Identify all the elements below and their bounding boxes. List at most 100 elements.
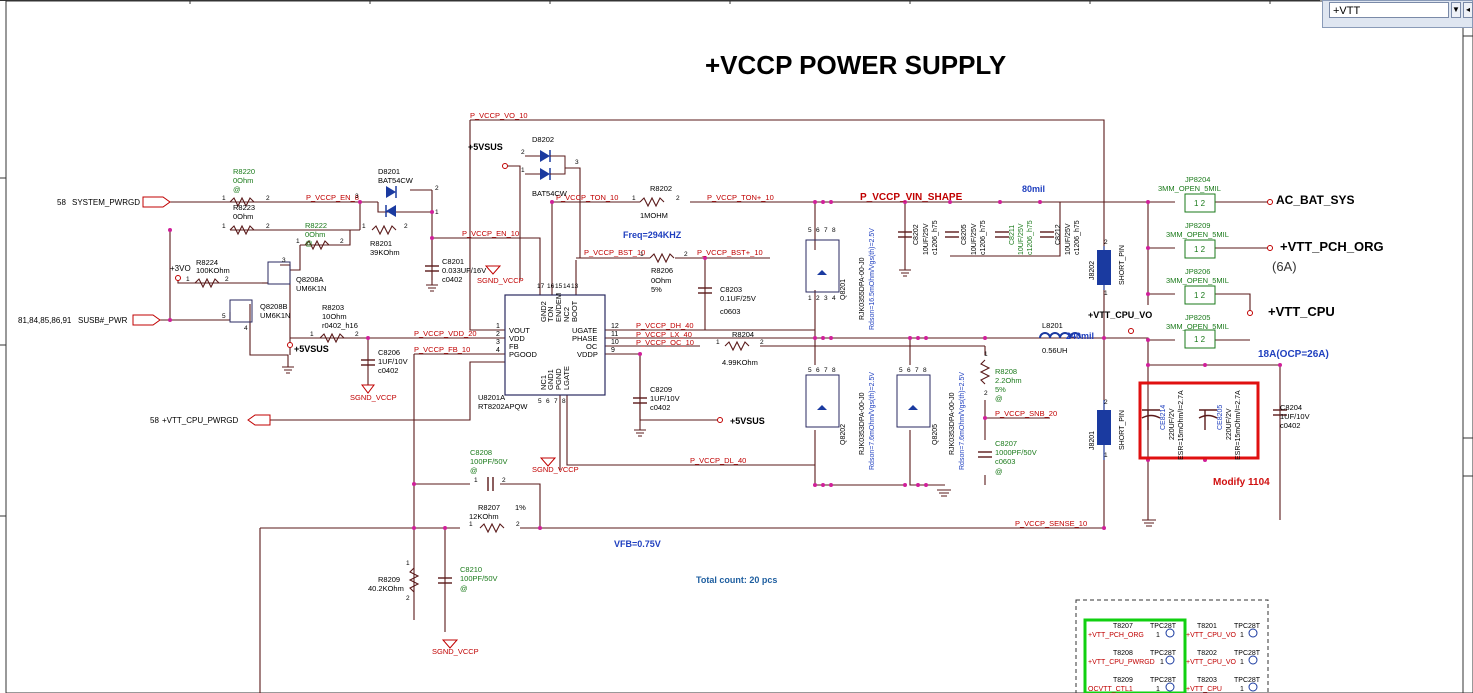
- svg-text:18A(OCP=26A): 18A(OCP=26A): [1258, 349, 1329, 360]
- prev-icon[interactable]: ◂: [1463, 2, 1473, 18]
- svg-text:C8205: C8205: [961, 224, 968, 245]
- svg-text:3MM_OPEN_5MIL: 3MM_OPEN_5MIL: [1166, 230, 1229, 239]
- svg-text:T8209: T8209: [1113, 677, 1133, 684]
- svg-text:T8203: T8203: [1197, 677, 1217, 684]
- jumper-boxes: [1184, 193, 1216, 349]
- offpage-connectors[interactable]: [132, 196, 271, 426]
- svg-text:D8201: D8201: [378, 167, 400, 176]
- resistor-r8223: [229, 224, 255, 236]
- svg-text:2: 2: [496, 331, 500, 338]
- svg-text:3: 3: [496, 339, 500, 346]
- svg-text:+5VSUS: +5VSUS: [468, 142, 503, 152]
- svg-text:1: 1: [222, 223, 226, 230]
- svg-text:1: 1: [716, 339, 720, 346]
- svg-text:6: 6: [816, 367, 820, 374]
- svg-text:1: 1: [362, 223, 366, 230]
- capacitor-c8207: [978, 451, 992, 458]
- svg-text:@: @: [995, 467, 1003, 476]
- svg-text:c0402: c0402: [650, 403, 670, 412]
- svg-text:2: 2: [502, 477, 506, 484]
- svg-text:11: 11: [611, 331, 618, 338]
- svg-text:Q8208B: Q8208B: [260, 302, 288, 311]
- svg-text:P_VCCP_LX_40: P_VCCP_LX_40: [636, 330, 692, 339]
- svg-text:BAT54CW: BAT54CW: [532, 189, 568, 198]
- svg-text:P_VCCP_VDD_20: P_VCCP_VDD_20: [414, 329, 477, 338]
- short-pin-j8202: [1097, 250, 1111, 285]
- svg-text:2: 2: [676, 195, 680, 202]
- capacitor-c8203: [698, 287, 712, 294]
- svg-text:SGND_VCCP: SGND_VCCP: [532, 465, 579, 474]
- search-input[interactable]: +VTT: [1329, 2, 1449, 18]
- modify-note: Modify 1104: [1213, 477, 1270, 488]
- jumper-jp8209: [1184, 239, 1216, 259]
- svg-text:PGOOD: PGOOD: [509, 350, 538, 359]
- svg-text:16: 16: [547, 283, 555, 290]
- svg-text:BOOT: BOOT: [570, 300, 579, 322]
- svg-text:C8209: C8209: [650, 385, 672, 394]
- svg-text:NC2: NC2: [562, 307, 571, 322]
- svg-text:TPC28T: TPC28T: [1234, 650, 1261, 657]
- svg-text:100KOhm: 100KOhm: [196, 266, 230, 275]
- resistor-r8222: [304, 239, 330, 251]
- svg-text:VOUT: VOUT: [509, 326, 530, 335]
- svg-text:ESR=15mOhm/I=2.7A: ESR=15mOhm/I=2.7A: [1178, 390, 1185, 460]
- svg-text:SGND_VCCP: SGND_VCCP: [432, 647, 479, 656]
- jumper-jp8204: [1184, 193, 1216, 213]
- svg-text:P_VCCP_VO_10: P_VCCP_VO_10: [470, 111, 528, 120]
- svg-text:Rdson=7.6mOhm/Vgs(th)=2.5V: Rdson=7.6mOhm/Vgs(th)=2.5V: [869, 372, 876, 470]
- svg-text:@: @: [470, 466, 478, 475]
- svg-text:Q8208A: Q8208A: [296, 275, 324, 284]
- wires: [160, 119, 1281, 693]
- svg-text:4: 4: [496, 347, 500, 354]
- ic-u8201: [504, 294, 606, 396]
- net-ac-bat-sys: AC_BAT_SYS: [1276, 193, 1354, 207]
- net-vtt-cpu-vo: +VTT_CPU_VO: [1088, 310, 1152, 320]
- svg-text:5: 5: [538, 398, 542, 405]
- svg-text:1%: 1%: [515, 503, 526, 512]
- svg-text:T8201: T8201: [1197, 623, 1217, 630]
- net-3vo: +3VO: [170, 264, 191, 273]
- svg-text:2: 2: [1104, 399, 1108, 406]
- svg-text:+VTT_CPU_VO: +VTT_CPU_VO: [1186, 659, 1237, 666]
- svg-text:1: 1: [984, 351, 988, 358]
- svg-text:14: 14: [563, 283, 571, 290]
- net-system-pwrgd: SYSTEM_PWRGD: [72, 198, 140, 207]
- svg-text:2: 2: [404, 223, 408, 230]
- svg-text:c0402: c0402: [378, 366, 398, 375]
- svg-text:39KOhm: 39KOhm: [370, 248, 400, 257]
- svg-text:0.033UF/16V: 0.033UF/16V: [442, 266, 486, 275]
- svg-text:R8206: R8206: [651, 266, 673, 275]
- svg-text:+VTT_CPU_VO: +VTT_CPU_VO: [1186, 632, 1237, 639]
- svg-text:c1206_h75: c1206_h75: [1074, 220, 1081, 255]
- svg-text:2: 2: [1104, 239, 1108, 246]
- short-pin-j8201: [1097, 410, 1111, 445]
- capacitor-c8205: [945, 231, 959, 238]
- svg-text:1: 1: [521, 167, 525, 174]
- svg-text:UGATE: UGATE: [572, 326, 597, 335]
- svg-text:2: 2: [984, 390, 988, 397]
- svg-text:1: 1: [1104, 290, 1108, 297]
- svg-text:c0402: c0402: [1280, 421, 1300, 430]
- svg-text:10: 10: [611, 339, 619, 346]
- svg-text:0Ohm: 0Ohm: [651, 276, 671, 285]
- svg-text:CE8214: CE8214: [1160, 405, 1167, 430]
- svg-text:2: 2: [225, 276, 229, 283]
- svg-text:0Ohm: 0Ohm: [233, 176, 253, 185]
- net-vtt-cpu-pwrgd: +VTT_CPU_PWRGD: [162, 416, 238, 425]
- capacitor-c8202: [898, 231, 912, 238]
- capacitor-symbols: [361, 231, 1287, 584]
- resistor-r8201: [371, 224, 397, 236]
- svg-text:RJK0353DPA-00-J0: RJK0353DPA-00-J0: [949, 392, 956, 455]
- svg-text:J8202: J8202: [1089, 261, 1096, 280]
- svg-text:2: 2: [355, 331, 359, 338]
- svg-text:1: 1: [1156, 632, 1160, 639]
- svg-text:P_VCCP_BST_10: P_VCCP_BST_10: [584, 248, 645, 257]
- svg-text:VDD: VDD: [509, 334, 525, 343]
- svg-text:P_VCCP_DH_40: P_VCCP_DH_40: [636, 321, 694, 330]
- svg-text:1: 1: [1240, 659, 1244, 666]
- dropdown-arrow-icon[interactable]: ▼: [1451, 2, 1461, 18]
- svg-text:TPC28T: TPC28T: [1234, 677, 1261, 684]
- svg-text:TPC28T: TPC28T: [1150, 677, 1177, 684]
- svg-text:220UF/2V: 220UF/2V: [1169, 408, 1176, 440]
- svg-text:c1206_h75: c1206_h75: [932, 220, 939, 255]
